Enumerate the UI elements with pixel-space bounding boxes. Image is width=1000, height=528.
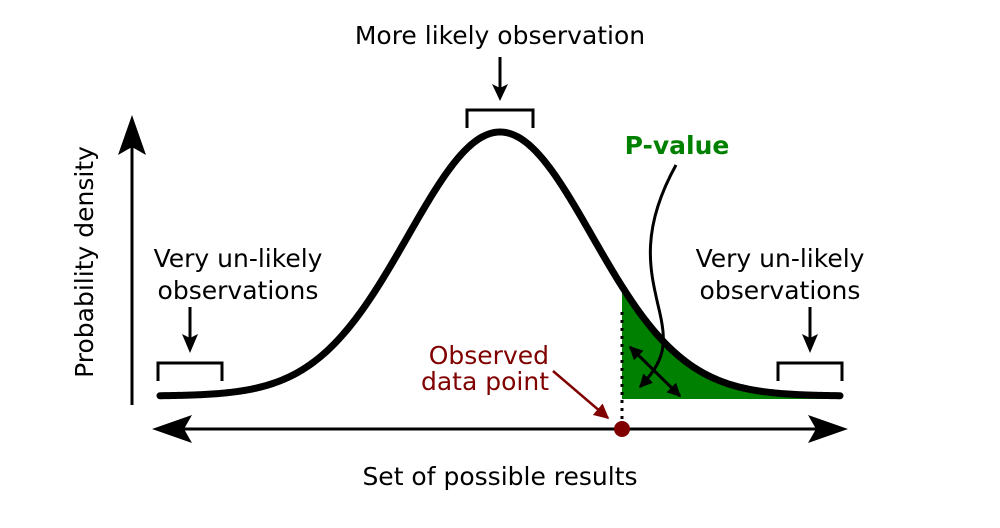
unlikely-left-line2: observations	[158, 276, 319, 305]
y-axis-label: Probability density	[70, 146, 99, 378]
right-down-arrowhead	[802, 334, 818, 353]
bell-curve	[156, 128, 844, 400]
unlikely-right-line2: observations	[700, 276, 861, 305]
p-area-double-arrow	[628, 345, 682, 398]
observed-label-line1: Observed	[429, 341, 549, 370]
top-bracket	[465, 108, 535, 128]
p-value-label: P-value	[625, 131, 730, 160]
observed-pointer-arrow	[552, 370, 610, 419]
x-axis-arrowhead-right	[808, 415, 848, 443]
left-bracket	[156, 361, 224, 381]
unlikely-right-line1: Very un-likely	[696, 244, 865, 273]
observed-label-line2: data point	[421, 367, 549, 396]
top-down-arrowhead	[492, 84, 508, 101]
right-bracket	[776, 361, 844, 381]
left-down-arrowhead	[182, 334, 198, 353]
unlikely-left-line1: Very un-likely	[154, 244, 323, 273]
observed-data-point	[614, 421, 630, 437]
x-axis-arrowhead-left	[152, 415, 192, 443]
y-axis-arrowhead	[118, 115, 146, 155]
x-axis-label: Set of possible results	[362, 462, 637, 491]
more-likely-label: More likely observation	[355, 21, 645, 50]
